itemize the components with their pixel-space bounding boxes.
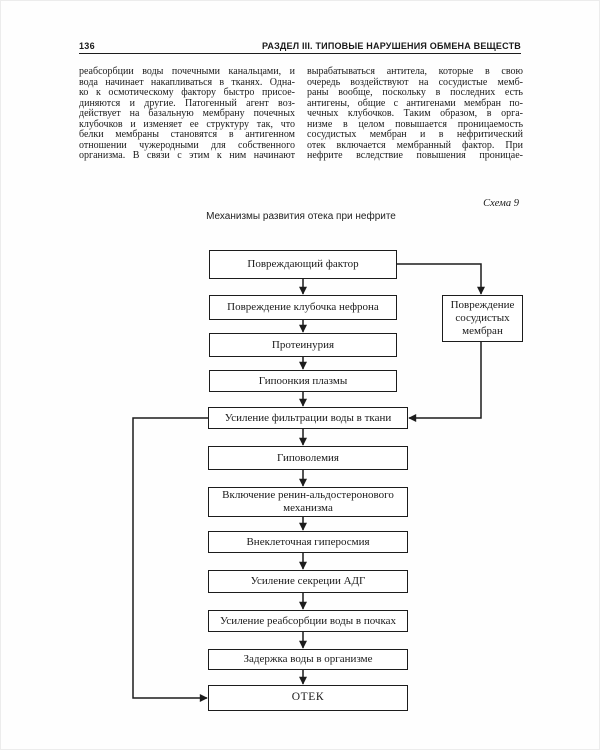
page-number: 136 bbox=[79, 41, 95, 51]
body-text-line: клубочков и изменяет ее структуру так, ч… bbox=[79, 118, 295, 130]
flow-box-edema: ОТЕК bbox=[208, 685, 408, 711]
body-text-line: сосудистых мембран и в нефритический bbox=[307, 129, 523, 141]
header-rule bbox=[79, 53, 521, 54]
flow-box-proteinuria: Протеинурия bbox=[209, 333, 397, 357]
schema-label: Схема 9 bbox=[483, 198, 519, 209]
flow-box-increased-water-filtration: Усиление фильтрации воды в ткани bbox=[208, 407, 408, 429]
flow-box-hypovolemia: Гиповолемия bbox=[208, 446, 408, 470]
flow-box-extracellular-hyperosmia: Внеклеточная гиперосмия bbox=[208, 531, 408, 553]
body-text-line: нефрите вследствие повышения проницае- bbox=[307, 150, 523, 162]
flow-box-water-reabsorption-kidneys: Усиление реабсорбции воды в почках bbox=[208, 610, 408, 632]
flow-box-renin-aldosterone-mechanism: Включение ренин-альдостеронового механиз… bbox=[208, 487, 408, 517]
section-header: РАЗДЕЛ III. ТИПОВЫЕ НАРУШЕНИЯ ОБМЕНА ВЕЩ… bbox=[261, 41, 521, 51]
flow-arrow bbox=[408, 342, 482, 422]
body-text-line: белки мембраны становятся в антигенном bbox=[79, 129, 295, 141]
body-text-line: вода начинает накапливаться в тканях. Од… bbox=[79, 76, 295, 88]
body-text-line: действует на базальную мембрану почечных bbox=[79, 108, 295, 120]
body-text-line: антигены, общие с антигенами мембран по- bbox=[307, 97, 523, 109]
flow-box-nephron-glomerulus-damage: Повреждение клубочка нефрона bbox=[209, 295, 397, 320]
body-text-line: очередь воздействуют на сосудистые мемб- bbox=[307, 76, 523, 88]
flow-box-vascular-membrane-damage: Повреждение сосудистых мембран bbox=[442, 295, 523, 342]
body-text-line: организма. В связи с этим к ним начинают bbox=[79, 150, 295, 162]
flow-box-damaging-factor: Повреждающий фактор bbox=[209, 250, 397, 279]
body-text-line: реабсорбции воды почечными канальцами, и bbox=[79, 66, 295, 77]
body-text-line: раны вообще, поскольку в последних есть bbox=[307, 87, 523, 99]
diagram-title: Механизмы развития отека при нефрите bbox=[206, 211, 396, 222]
flow-box-adh-secretion: Усиление секреции АДГ bbox=[208, 570, 408, 593]
body-text-line: чечных клубочков. Таким образом, в орга- bbox=[307, 108, 523, 120]
flow-arrow bbox=[397, 263, 485, 295]
body-text-line: ко к осмотическому фактору быстро присое… bbox=[79, 87, 295, 99]
flow-arrow bbox=[132, 417, 208, 702]
body-text-left-column: реабсорбции воды почечными канальцами, и… bbox=[79, 66, 295, 162]
body-text-line: диняются и другие. Патогенный агент воз- bbox=[79, 97, 295, 109]
body-text-line: отек включается мембранный фактор. При bbox=[307, 139, 523, 151]
body-text-line: отношении чужеродными для собственного bbox=[79, 139, 295, 151]
body-text-line: вырабатываться антитела, которые в свою bbox=[307, 66, 523, 77]
body-text-line: низме в целом повышается проницаемость bbox=[307, 118, 523, 130]
flow-box-plasma-hypoonkia: Гипоонкия плазмы bbox=[209, 370, 397, 392]
flow-box-water-retention: Задержка воды в организме bbox=[208, 649, 408, 670]
